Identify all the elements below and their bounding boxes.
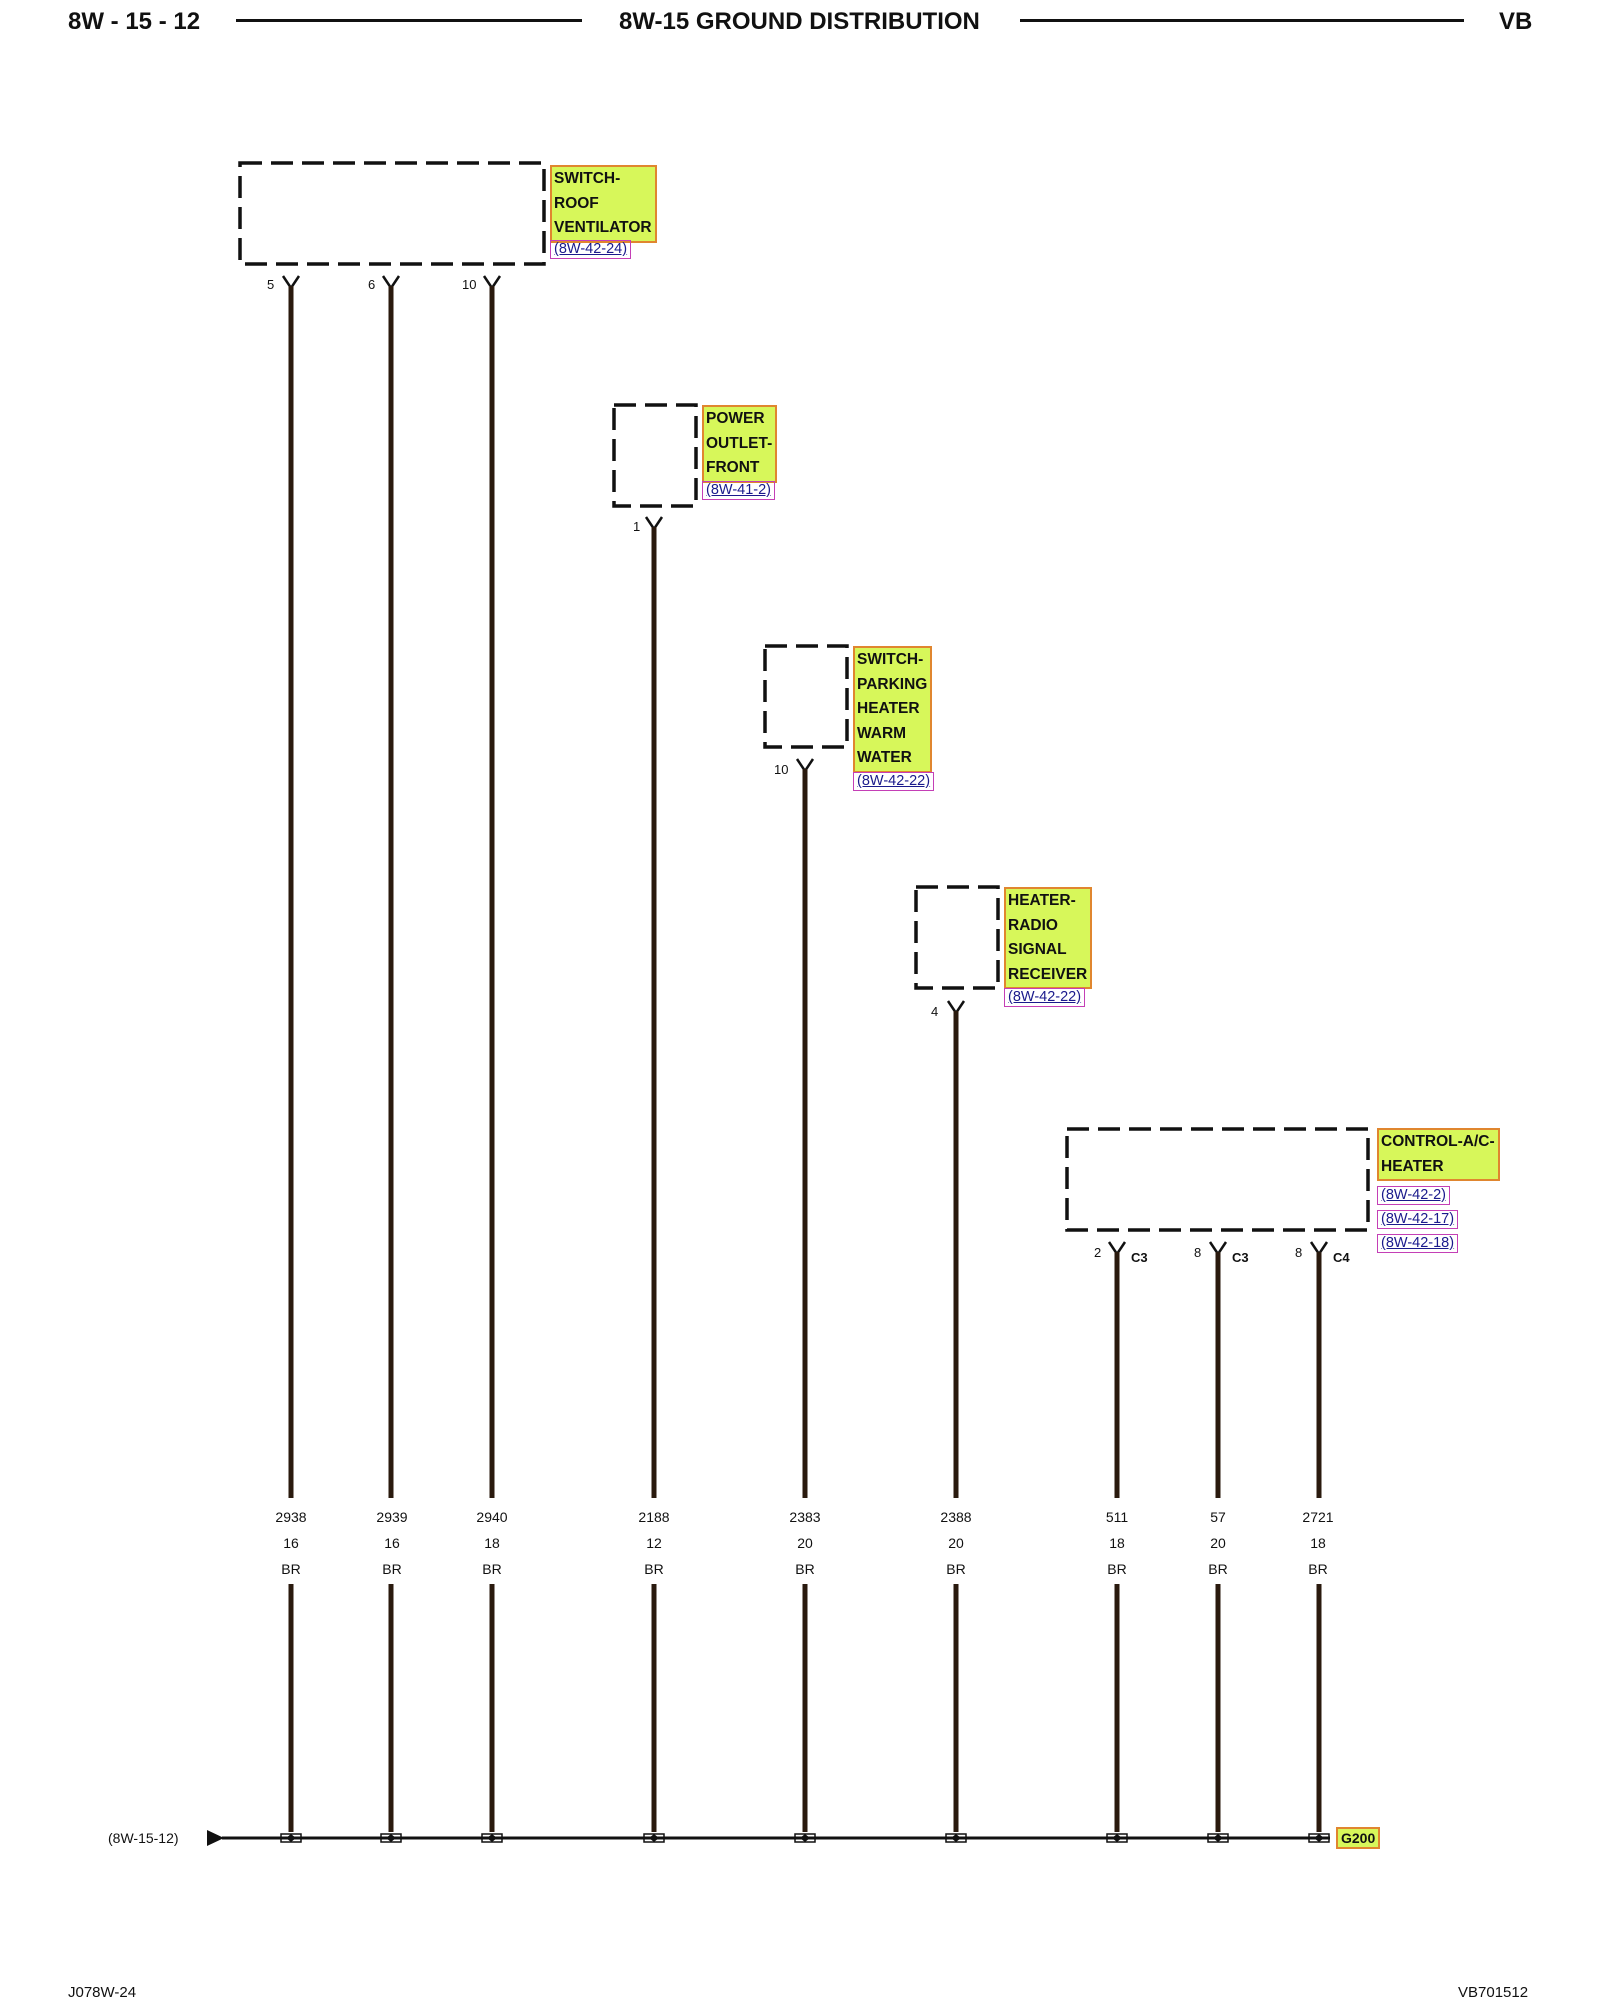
ref-ac-heater-control-3[interactable]: (8W-42-18) (1377, 1234, 1459, 1253)
wire-color: BR (382, 1561, 402, 1577)
wire-circuit: 2721 (1302, 1509, 1334, 1525)
wire-gauge: 20 (797, 1535, 813, 1551)
wire-color: BR (644, 1561, 664, 1577)
wire-color: BR (482, 1561, 502, 1577)
wire-gauge: 12 (646, 1535, 662, 1551)
header-rule-left (236, 19, 582, 22)
wire-circuit: 2940 (476, 1509, 508, 1525)
heater-radio-receiver-box (914, 885, 1000, 990)
pin-number: 2 (1094, 1245, 1102, 1260)
pin-number: 8 (1295, 1245, 1303, 1260)
pin-number: 4 (931, 1004, 939, 1019)
label-heater-radio-receiver: HEATER- RADIO SIGNAL RECEIVER (1004, 887, 1093, 989)
wire-color: BR (946, 1561, 966, 1577)
label-parking-heater-switch: SWITCH- PARKING HEATER WARM WATER (853, 646, 933, 773)
connector-id: C4 (1333, 1250, 1350, 1265)
ref-ac-heater-control-2[interactable]: (8W-42-17) (1377, 1210, 1459, 1229)
ref-parking-heater-switch[interactable]: (8W-42-22) (853, 772, 935, 791)
pin-number: 10 (462, 277, 477, 292)
ground-continuation-ref[interactable]: (8W-15-12) (108, 1830, 179, 1846)
ground-arrow-icon (207, 1830, 224, 1846)
label-front-power-outlet: POWER OUTLET- FRONT (702, 405, 778, 483)
ground-label-g200: G200 (1336, 1827, 1381, 1849)
ref-roof-ventilator-switch[interactable]: (8W-42-24) (550, 240, 632, 259)
ref-ac-heater-control-1[interactable]: (8W-42-2) (1377, 1186, 1450, 1205)
wire-gauge: 18 (1109, 1535, 1125, 1551)
wire-gauge: 16 (384, 1535, 400, 1551)
wire-circuit: 2383 (789, 1509, 821, 1525)
ac-heater-control-box (1065, 1127, 1370, 1232)
label-ac-heater-control: CONTROL-A/C- HEATER (1377, 1128, 1500, 1181)
vehicle-code: VB (1499, 8, 1533, 35)
pin-number: 5 (267, 277, 275, 292)
page-title: 8W-15 GROUND DISTRIBUTION (619, 8, 980, 35)
front-power-outlet-box (612, 403, 698, 508)
pin-number: 8 (1194, 1245, 1202, 1260)
wire-color: BR (1107, 1561, 1127, 1577)
wire-circuit: 511 (1105, 1509, 1129, 1525)
wire-color: BR (1308, 1561, 1328, 1577)
wire-gauge: 20 (948, 1535, 964, 1551)
page-number: 8W - 15 - 12 (68, 8, 201, 35)
footer-code-right: VB701512 (1458, 1984, 1529, 2001)
ref-heater-radio-receiver[interactable]: (8W-42-22) (1004, 988, 1086, 1007)
pin-number: 1 (633, 519, 641, 534)
wire-gauge: 18 (1310, 1535, 1326, 1551)
wire-circuit: 57 (1210, 1509, 1226, 1525)
wire-gauge: 18 (484, 1535, 500, 1551)
label-roof-ventilator-switch: SWITCH- ROOF VENTILATOR (550, 165, 657, 243)
connector-id: C3 (1131, 1250, 1148, 1265)
wire-color: BR (795, 1561, 815, 1577)
wire-color: BR (1208, 1561, 1228, 1577)
ref-front-power-outlet[interactable]: (8W-41-2) (702, 481, 775, 500)
pin-number: 6 (368, 277, 376, 292)
wire-circuit: 2388 (940, 1509, 972, 1525)
wire-circuit: 2188 (638, 1509, 670, 1525)
wire-circuit: 2938 (275, 1509, 307, 1525)
header-rule-right (1020, 19, 1464, 22)
connector-id: C3 (1232, 1250, 1249, 1265)
roof-ventilator-switch-box (238, 161, 546, 266)
wire-color: BR (281, 1561, 301, 1577)
parking-heater-switch-box (763, 644, 849, 749)
wire-gauge: 16 (283, 1535, 299, 1551)
wire-gauge: 20 (1210, 1535, 1226, 1551)
pin-number: 10 (774, 762, 789, 777)
footer-code-left: J078W-24 (68, 1984, 137, 2001)
wire-circuit: 2939 (376, 1509, 408, 1525)
